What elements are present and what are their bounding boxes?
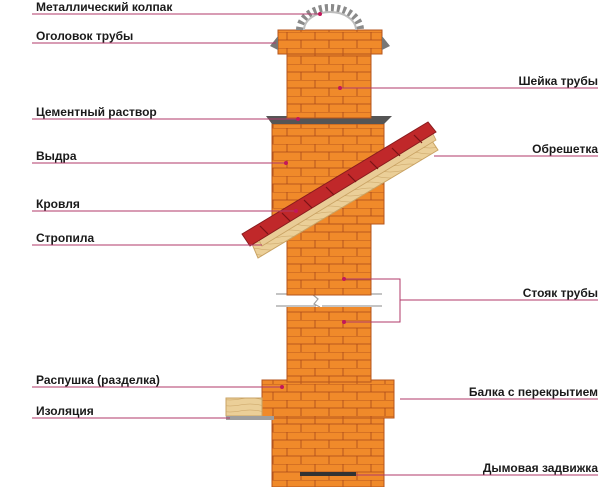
label-chimney-riser: Стояк трубы	[523, 286, 598, 300]
riser-lower	[286, 304, 372, 383]
label-insulation: Изоляция	[36, 404, 94, 418]
label-roofing: Кровля	[36, 197, 80, 211]
chimney-head-body	[277, 29, 383, 55]
label-rafters: Стропила	[36, 231, 94, 245]
chimney-neck-body	[286, 51, 372, 119]
leader-lines	[32, 13, 598, 476]
label-floor-beam: Балка с перекрытием	[469, 385, 598, 399]
chimney	[261, 4, 395, 487]
label-otter: Выдра	[36, 149, 77, 163]
head-drip-right	[382, 36, 390, 50]
roof	[241, 121, 439, 259]
labels: Металлический колпак Оголовок трубы Шейк…	[36, 0, 598, 475]
roofing-tiles	[241, 121, 437, 247]
metal-cap	[296, 4, 364, 31]
fluffing-block	[261, 379, 395, 419]
insulation-strip	[226, 416, 274, 420]
label-lathing: Обрешетка	[532, 142, 598, 156]
leader-dots	[280, 12, 346, 389]
floor-beam-group	[225, 397, 274, 420]
label-smoke-damper: Дымовая задвижка	[483, 461, 598, 475]
floor-beam	[225, 397, 263, 417]
smoke-damper-plate	[300, 472, 356, 476]
tile-ridges	[259, 134, 423, 235]
label-metal-cap: Металлический колпак	[36, 0, 173, 14]
label-chimney-neck: Шейка трубы	[518, 74, 598, 88]
riser-break	[276, 293, 382, 307]
label-chimney-head: Оголовок трубы	[36, 29, 133, 43]
chimney-base	[271, 414, 385, 487]
label-cement-mortar: Цементный раствор	[36, 105, 157, 119]
label-fluffing: Распушка (разделка)	[36, 373, 160, 387]
